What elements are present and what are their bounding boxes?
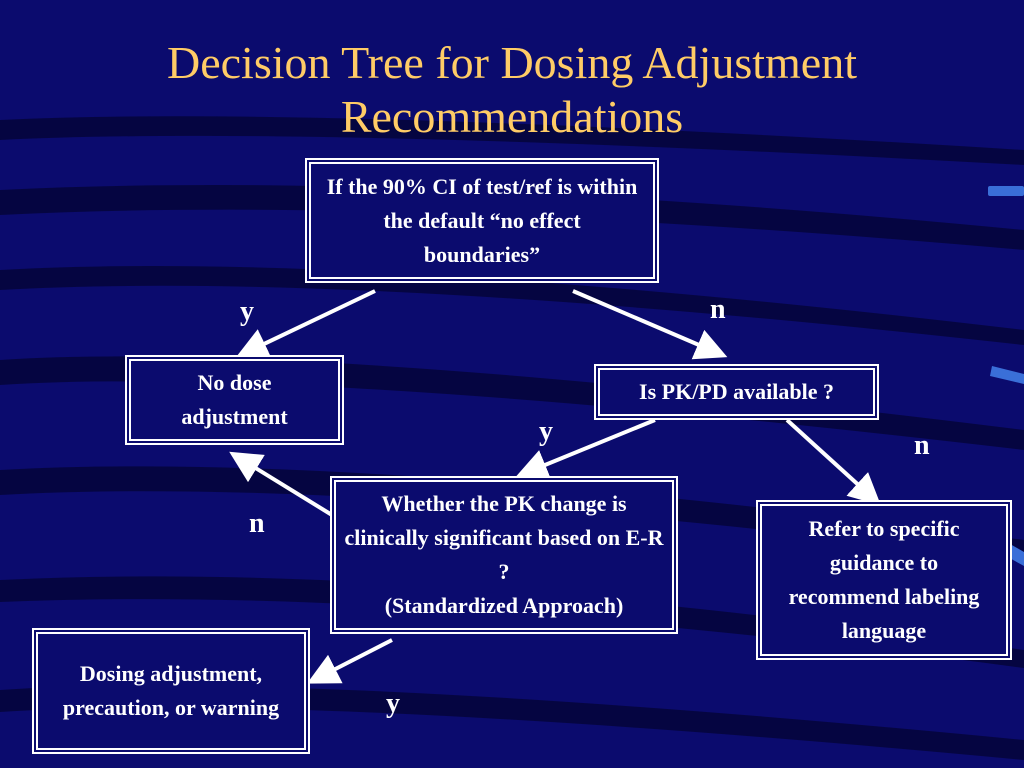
- label-root-yes: y: [240, 296, 254, 327]
- er-approach: (Standardized Approach): [384, 593, 624, 618]
- label-er-no: n: [249, 508, 265, 539]
- label-pkpd-yes: y: [539, 416, 553, 447]
- arrow-er-to-dosing: [306, 638, 393, 684]
- node-er-significance: Whether the PK change is clinically sign…: [330, 476, 678, 634]
- arrow-pkpd-to-refer: [785, 418, 881, 506]
- arrow-pkpd-to-er: [515, 418, 656, 480]
- node-pkpd-available: Is PK/PD available ?: [594, 364, 879, 420]
- title-line-2: Recommendations: [340, 91, 684, 142]
- node-no-dose-adjustment: No dose adjustment: [125, 355, 344, 445]
- label-pkpd-no: n: [914, 430, 930, 461]
- slide-title: Decision Tree for Dosing Adjustment Reco…: [0, 36, 1024, 144]
- label-er-yes: y: [386, 688, 400, 719]
- node-dosing-adjustment: Dosing adjustment, precaution, or warnin…: [32, 628, 310, 754]
- node-root-ci-check: If the 90% CI of test/ref is within the …: [305, 158, 659, 283]
- arrow-root-to-pkpd: [572, 289, 728, 360]
- node-refer-guidance: Refer to specific guidance to recommend …: [756, 500, 1012, 660]
- arrow-root-to-no-dose: [235, 289, 376, 359]
- label-root-no: n: [710, 294, 726, 325]
- title-line-1: Decision Tree for Dosing Adjustment: [167, 37, 857, 88]
- arrow-er-to-no-dose: [229, 451, 334, 517]
- er-question: Whether the PK change is clinically sign…: [344, 491, 664, 584]
